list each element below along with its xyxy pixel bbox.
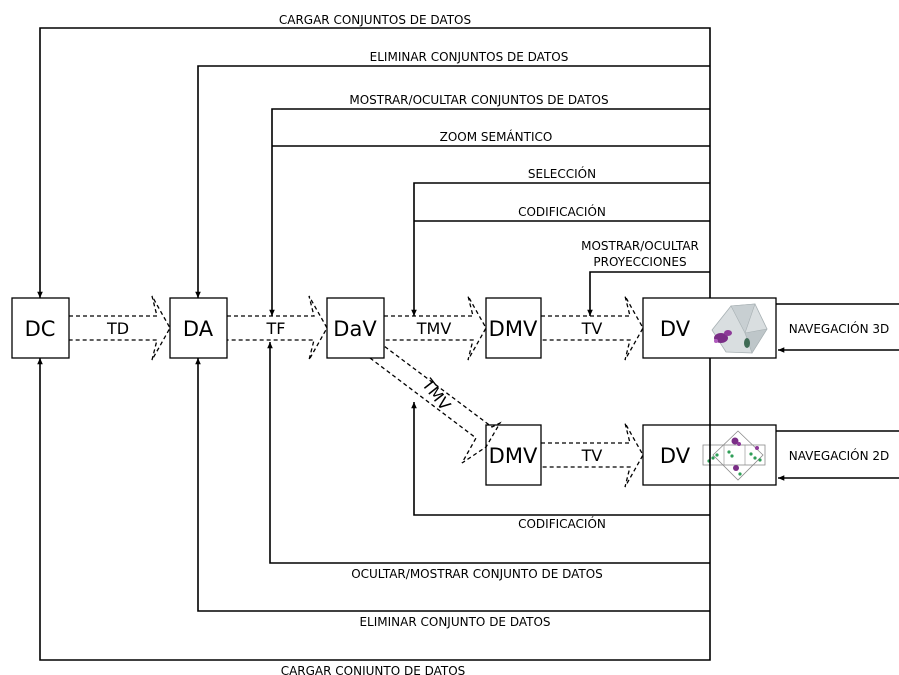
stage-dav: DaV (327, 298, 384, 358)
loop-showhide-projections-label-line2: PROYECCIONES (593, 255, 686, 269)
navigation-2d-label: NAVEGACIÓN 2D (789, 448, 890, 463)
transform-tv-top-label: TV (581, 319, 603, 338)
stage-dc-label: DC (25, 317, 56, 341)
stage-dc: DC (12, 298, 69, 358)
navigation-3d-label: NAVEGACIÓN 3D (789, 321, 890, 336)
stage-dmv-top: DMV (486, 298, 541, 358)
loop-showhide-projections-label-line1: MOSTRAR/OCULTAR (581, 239, 699, 253)
loop-delete-dataset-bottom-label: ELIMINAR CONJUNTO DE DATOS (359, 615, 550, 629)
transform-tf-label: TF (266, 319, 286, 338)
transform-tmv-top-arrow: TMV (384, 296, 486, 360)
loop-coding-bottom-label: CODIFICACIÓN (518, 516, 606, 531)
stage-da-label: DA (183, 317, 214, 341)
transform-tv-bottom-arrow: TV (541, 423, 643, 487)
transform-tmv-top-label: TMV (416, 319, 452, 338)
transform-tmv-diagonal-arrow: TMV (370, 346, 500, 463)
navigation-3d: NAVEGACIÓN 3D (776, 304, 899, 350)
loop-selection-label: SELECCIÓN (528, 166, 596, 181)
stage-dmv-top-label: DMV (489, 317, 538, 341)
transform-tf-arrow: TF (227, 296, 327, 360)
transform-tmv-diagonal-label: TMV (418, 374, 455, 414)
loop-load-dataset-bottom-label: CARGAR CONJUNTO DE DATOS (281, 664, 466, 675)
stage-dv-top: DV (643, 298, 776, 358)
loop-showhide-datasets-top-label: MOSTRAR/OCULTAR CONJUNTOS DE DATOS (349, 93, 608, 107)
stage-da: DA (170, 298, 227, 358)
stage-dmv-bottom-label: DMV (489, 444, 538, 468)
navigation-2d: NAVEGACIÓN 2D (776, 431, 899, 478)
loop-hideshow-dataset-bottom-label: OCULTAR/MOSTRAR CONJUNTO DE DATOS (351, 567, 603, 581)
transform-tv-top-arrow: TV (541, 296, 643, 360)
loop-coding-top-label: CODIFICACIÓN (518, 204, 606, 219)
loop-delete-datasets-top-label: ELIMINAR CONJUNTOS DE DATOS (370, 50, 569, 64)
stage-dv-top-label: DV (660, 317, 691, 341)
stage-dav-label: DaV (333, 317, 377, 341)
stage-dv-bottom-label: DV (660, 444, 691, 468)
transform-td-label: TD (106, 319, 129, 338)
loop-load-datasets-top-label: CARGAR CONJUNTOS DE DATOS (279, 13, 471, 27)
loop-semantic-zoom-label: ZOOM SEMÁNTICO (440, 129, 553, 144)
transform-tv-bottom-label: TV (581, 446, 603, 465)
transform-td-arrow: TD (69, 296, 170, 360)
